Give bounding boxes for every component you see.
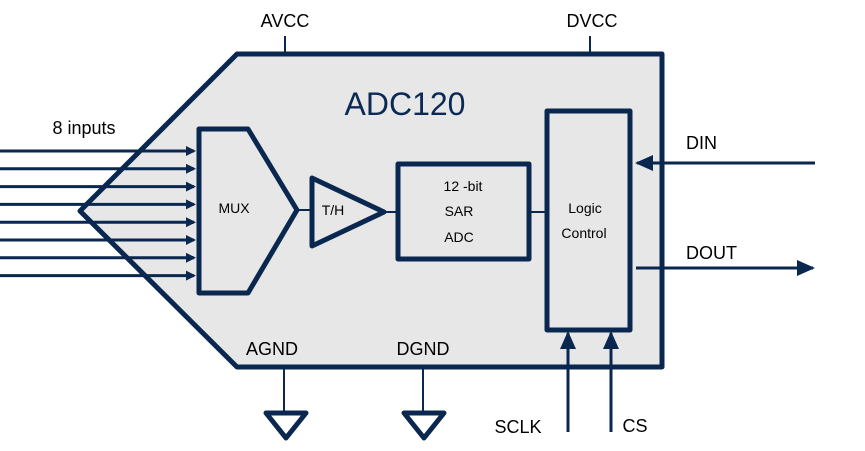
- sclk-label: SCLK: [494, 417, 541, 437]
- avcc-label: AVCC: [261, 11, 310, 31]
- mux-label: MUX: [218, 200, 250, 216]
- logic-control-line-2: Control: [561, 225, 606, 241]
- cs-label: CS: [622, 416, 647, 436]
- sar-adc-line-3: ADC: [444, 229, 474, 245]
- dgnd-ground-icon: [401, 410, 447, 441]
- inputs-label: 8 inputs: [52, 118, 115, 138]
- agnd-label: AGND: [246, 339, 298, 359]
- track-hold-label: T/H: [322, 202, 345, 218]
- logic-control-block: [544, 108, 633, 333]
- sar-adc-block: [395, 161, 532, 262]
- track-hold-block: [309, 175, 387, 249]
- sar-adc-line-2: SAR: [445, 203, 474, 219]
- mux-block: [196, 126, 300, 296]
- sar-adc-line-1: 12 -bit: [444, 178, 483, 194]
- dout-label: DOUT: [686, 243, 737, 263]
- chip-title: ADC120: [345, 86, 466, 122]
- input-lines: [0, 146, 196, 281]
- din-label: DIN: [686, 133, 717, 153]
- dvcc-label: DVCC: [566, 11, 617, 31]
- logic-control-line-1: Logic: [568, 200, 601, 216]
- dgnd-label: DGND: [397, 339, 450, 359]
- agnd-ground-icon: [263, 410, 309, 441]
